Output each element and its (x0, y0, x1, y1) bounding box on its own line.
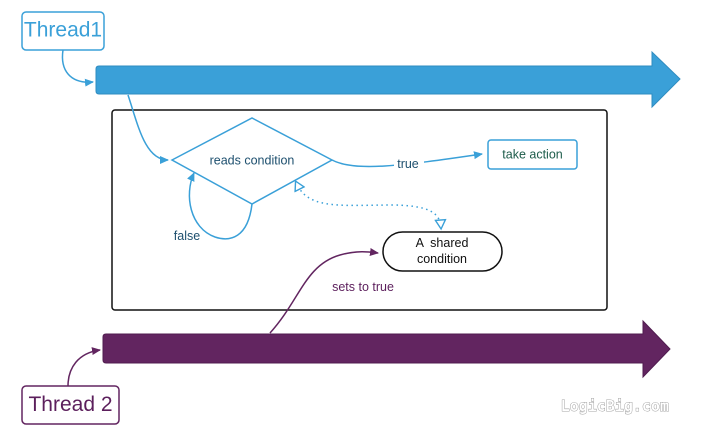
logicbig-watermark: LogicBig.com (561, 397, 669, 415)
sets-to-true-edge-label: sets to true (332, 280, 394, 294)
thread2-label: Thread 2 (28, 393, 112, 416)
thread2-arrow (102, 319, 671, 379)
shared-condition-label-line2: condition (417, 252, 467, 266)
true-edge (331, 151, 483, 168)
thread2-connector (67, 347, 101, 387)
take-action-box: take action (487, 139, 578, 170)
true-edge-label: true (397, 157, 419, 171)
reads-condition-decision: reads condition (170, 117, 334, 205)
false-loop-edge (187, 172, 253, 240)
thread1-label-box: Thread1 (21, 11, 105, 51)
shared-condition-link-head-start (296, 182, 298, 186)
thread1-arrow (95, 50, 681, 109)
false-edge-label: false (174, 229, 200, 243)
shared-condition-node: A shared condition (382, 231, 503, 272)
thread1-to-condition-edge (127, 94, 169, 164)
take-action-label: take action (502, 148, 563, 162)
thread2-label-box: Thread 2 (21, 385, 120, 425)
reads-condition-label: reads condition (210, 154, 295, 168)
shared-condition-label-line1: A shared (416, 236, 469, 250)
thread1-label: Thread1 (24, 19, 102, 42)
sets-to-true-edge (269, 248, 379, 334)
thread1-connector (61, 49, 94, 87)
